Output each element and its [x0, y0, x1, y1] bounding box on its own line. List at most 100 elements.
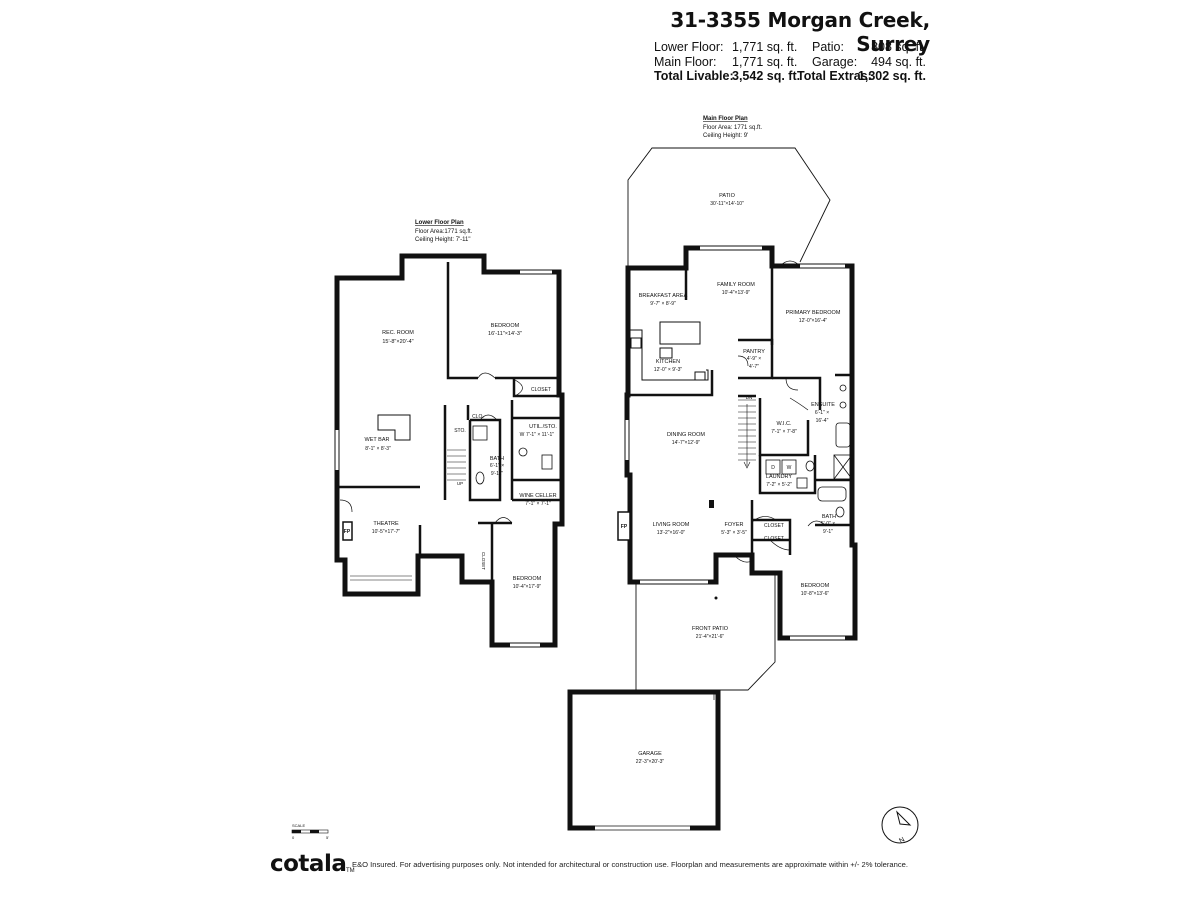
- main-living-dim: 13'-2"×16'-0": [657, 530, 686, 536]
- total-extras-value: 1,302 sq. ft.: [857, 69, 926, 83]
- main-kitchen-name: KITCHEN: [656, 359, 680, 365]
- lower-bedroom2-dim: 10'-4"×17'-9": [513, 584, 542, 590]
- total-livable-label: Total Livable:: [654, 69, 734, 83]
- main-laundry-dim: 7'-2" × 5'-2": [766, 482, 792, 488]
- lower-floor-value: 1,771 sq. ft.: [732, 40, 798, 54]
- main-closet2-name: CLOSET: [764, 536, 784, 542]
- lower-up-label: UP: [457, 481, 463, 486]
- main-family-name: FAMILY ROOM: [717, 282, 755, 288]
- main-garage-dim: 22'-3"×20'-3": [636, 759, 665, 765]
- main-front-patio-dim: 21'-4"×21'-6": [696, 634, 725, 640]
- main-living-name: LIVING ROOM: [653, 522, 690, 528]
- main-wic-dim: 7'-1" × 7'-8": [771, 429, 797, 435]
- lower-theatre-dim: 10'-5"×17'-7": [372, 529, 401, 535]
- main-ensuite-dim1: 6'-1" ×: [815, 410, 829, 416]
- main-fp-label: FP: [621, 524, 628, 530]
- main-foyer-dim: 5'-3" × 3'-5": [721, 530, 747, 536]
- total-extras-label: Total Extras:: [797, 69, 872, 83]
- main-pantry-dim2: 4'-7": [749, 364, 759, 370]
- lower-plan-area: Floor Area:1771 sq.ft.: [415, 229, 473, 235]
- garage-label: Garage:: [812, 54, 858, 69]
- main-front-patio-name: FRONT PATIO: [692, 626, 729, 632]
- area-summary: Lower Floor: 1,771 sq. ft. Patio: 808 sq…: [640, 40, 930, 84]
- lower-floor-plan: Lower Floor Plan Floor Area:1771 sq.ft. …: [334, 220, 565, 648]
- brand-trademark: TM: [346, 868, 355, 874]
- lower-outer-wall: [334, 253, 565, 648]
- main-ensuite-name: ENSUITE: [811, 402, 835, 408]
- lower-clo-name: CLO.: [472, 414, 484, 420]
- main-primary-name: PRIMARY BEDROOM: [786, 310, 841, 316]
- main-wic-name: W.I.C.: [777, 421, 792, 427]
- main-patio-outline: [627, 147, 831, 268]
- main-closet1-name: CLOSET: [764, 523, 784, 529]
- lower-bedroom1-name: BEDROOM: [491, 323, 520, 329]
- lower-fp-label: FP: [344, 529, 351, 535]
- disclaimer-text: E&O Insured. For advertising purposes on…: [352, 860, 908, 869]
- property-title: 31-3355 Morgan Creek, Surrey: [670, 8, 930, 56]
- lower-closet1-name: CLOSET: [531, 387, 551, 393]
- lower-theatre-name: THEATRE: [373, 521, 399, 527]
- main-pantry-dim1: 4'-9" ×: [747, 356, 761, 362]
- lower-plan-ceiling: Ceiling Height: 7'-11": [415, 237, 471, 243]
- lower-wetbar-dim: 8'-1" × 8'-3": [365, 446, 391, 452]
- main-floor-value: 1,771 sq. ft.: [732, 54, 798, 69]
- lower-bath-dim1: 6'-1" ×: [490, 463, 504, 469]
- lower-bath-dim2: 9'-11": [491, 471, 504, 477]
- compass-north-label: N: [898, 836, 906, 845]
- total-livable-value: 3,542 sq. ft.: [732, 69, 801, 83]
- lower-util-name: UTIL./STO.: [529, 424, 557, 430]
- lower-bedroom2-name: BEDROOM: [513, 576, 542, 582]
- main-patio-dim: 30'-11"×14'-10": [710, 201, 744, 207]
- main-dining-name: DINING ROOM: [667, 432, 705, 438]
- scale-label: SCALE: [292, 823, 305, 828]
- lower-rec-room-dim: 15'-8"×20'-4": [382, 339, 413, 345]
- scale-end: 5': [326, 835, 329, 840]
- lower-sto-name: STO.: [454, 428, 466, 434]
- main-w-label: W: [787, 465, 792, 471]
- lower-bath-name: BATH: [490, 456, 504, 462]
- main-bedroom-dim: 10'-8"×13'-6": [801, 591, 830, 597]
- lower-wine-dim: 7'-1" × 7'-1": [525, 501, 551, 507]
- main-bath-name: BATH: [822, 514, 836, 520]
- main-plan-ceiling: Ceiling Height: 9': [703, 133, 748, 139]
- main-bath-dim2: 9'-1": [823, 529, 833, 535]
- main-breakfast-name: BREAKFAST AREA: [639, 293, 688, 299]
- main-kitchen-dim: 12'-0" × 9'-3": [654, 367, 683, 373]
- lower-plan-title: Lower Floor Plan: [415, 220, 464, 226]
- lower-w-label: W: [520, 432, 525, 438]
- main-family-dim: 10'-4"×13'-9": [722, 290, 751, 296]
- scale-bar: SCALE 0 5': [291, 823, 329, 840]
- main-plan-title: Main Floor Plan: [703, 116, 748, 122]
- main-foyer-name: FOYER: [725, 522, 744, 528]
- compass-icon: N: [881, 806, 919, 845]
- main-plan-area: Floor Area: 1771 sq.ft.: [703, 125, 762, 131]
- main-pantry-name: PANTRY: [743, 349, 765, 355]
- main-garage-name: GARAGE: [638, 751, 662, 757]
- lower-wine-name: WINE CELLER: [519, 493, 556, 499]
- lower-wetbar-name: WET BAR: [365, 437, 390, 443]
- main-outer-wall: [624, 245, 858, 641]
- main-floor-plan: Main Floor Plan Floor Area: 1771 sq.ft. …: [567, 116, 858, 831]
- main-laundry-name: LAUNDRY: [766, 474, 793, 480]
- main-bedroom-name: BEDROOM: [801, 583, 830, 589]
- main-dining-dim: 14'-7"×12'-9": [672, 440, 701, 446]
- lower-util-dim: 7'-1" × 11'-1": [526, 432, 554, 438]
- main-breakfast-dim: 9'-7" × 8'-9": [650, 301, 676, 307]
- lower-rec-room-name: REC. ROOM: [382, 330, 414, 336]
- lower-closet2-name: CLOSET: [481, 552, 486, 570]
- lower-bedroom1-dim: 16'-11"×14'-3": [488, 331, 522, 337]
- main-floor-label: Main Floor:: [654, 54, 717, 69]
- patio-label: Patio:: [812, 40, 844, 54]
- main-bath-dim1: 5'-0" ×: [821, 521, 835, 527]
- main-primary-dim: 12'-0"×16'-4": [799, 318, 828, 324]
- main-dn-label: DN: [746, 395, 753, 400]
- patio-value: 808 sq. ft.: [871, 40, 926, 54]
- main-front-patio-outline: [635, 575, 776, 691]
- lower-floor-label: Lower Floor:: [654, 40, 724, 54]
- brand-logo: cotala: [270, 851, 347, 877]
- main-ensuite-dim2: 16'-4": [816, 418, 829, 424]
- scale-start: 0: [292, 835, 295, 840]
- garage-value: 494 sq. ft.: [871, 54, 926, 69]
- main-patio-name: PATIO: [719, 193, 735, 199]
